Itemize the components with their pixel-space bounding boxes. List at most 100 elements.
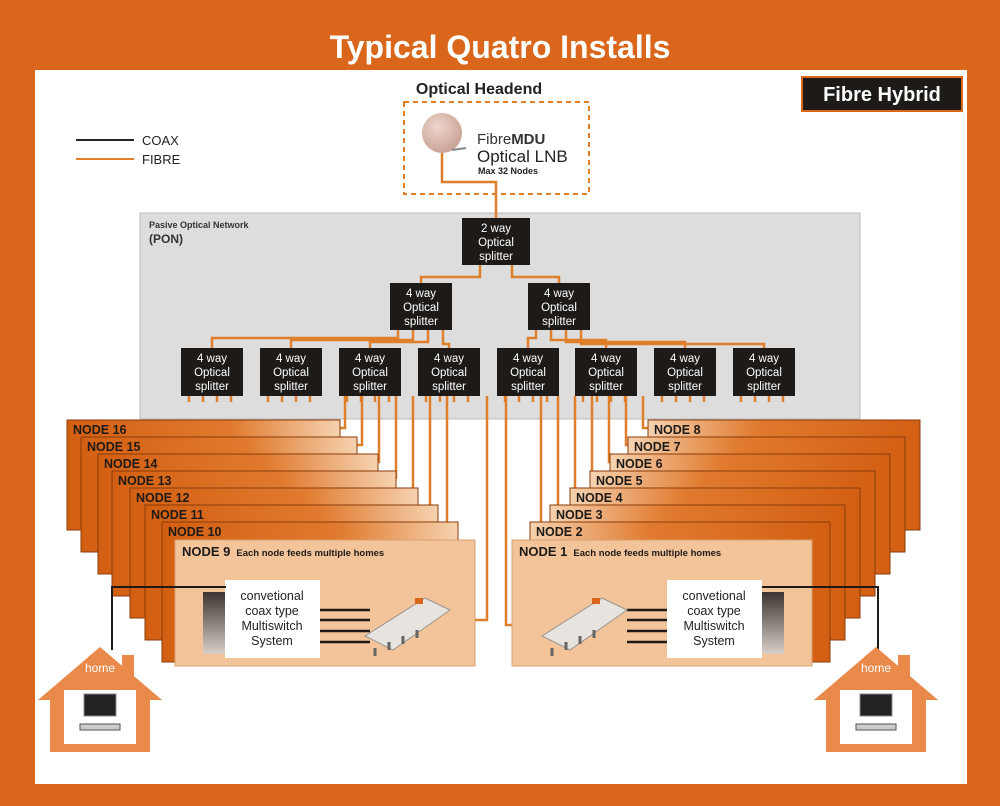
splitter-label: 4 way	[197, 353, 227, 365]
splitter-label: Optical	[478, 237, 514, 249]
splitter-label: 4 way	[406, 288, 436, 300]
splitter-label: Optical	[273, 367, 309, 379]
splitter-label: Optical	[667, 367, 703, 379]
splitter-label: splitter	[542, 316, 576, 328]
satellite-dish-icon	[422, 113, 462, 153]
coax-to-home-left	[111, 586, 226, 650]
node-label: NODE 15	[87, 440, 141, 454]
coax-to-home-right	[762, 586, 879, 650]
fibre-line	[641, 396, 648, 430]
fibre-line	[357, 396, 364, 447]
product-name: Optical LNB	[477, 147, 568, 166]
home-right: home	[814, 647, 938, 752]
splitter-label: splitter	[589, 381, 623, 393]
optical-node-unit	[363, 597, 451, 656]
multiswitch-label: Multiswitch	[683, 619, 744, 633]
home-label: home	[861, 661, 891, 675]
fibre-hybrid-label: Fibre Hybrid	[823, 84, 941, 106]
pon-abbrev: (PON)	[149, 232, 183, 246]
legend-coax-label: COAX	[142, 133, 179, 148]
node-label: NODE 16	[73, 423, 127, 437]
cable-bundle	[762, 592, 784, 654]
splitter-label: splitter	[432, 381, 466, 393]
splitter-label: splitter	[479, 251, 513, 263]
splitter-label: Optical	[403, 302, 439, 314]
tv-icon	[859, 693, 893, 717]
multiswitch-box	[667, 580, 762, 658]
splitter-label: Optical	[194, 367, 230, 379]
lnb-arm	[451, 147, 467, 151]
page-title: Typical Quatro Installs	[330, 29, 671, 65]
splitter-box	[339, 348, 401, 396]
set-top-box-icon	[855, 723, 897, 731]
splitter-label: Optical	[352, 367, 388, 379]
splitter-label: splitter	[274, 381, 308, 393]
splitter-label: 4 way	[591, 353, 621, 365]
splitter-box	[654, 348, 716, 396]
multiswitch-label: System	[693, 634, 735, 648]
splitter-label: 4 way	[513, 353, 543, 365]
fibre-line	[289, 330, 415, 348]
node-label: NODE 7	[634, 440, 681, 454]
multiswitch-label: convetional	[682, 589, 745, 603]
splitter-label: splitter	[747, 381, 781, 393]
splitter-box	[575, 348, 637, 396]
set-top-box-icon	[79, 723, 121, 731]
node-label: NODE 4	[576, 491, 623, 505]
capacity-note: Max 32 Nodes	[478, 166, 538, 176]
fibre-line	[526, 330, 538, 348]
splitter-label: 4 way	[434, 353, 464, 365]
home-left: home	[38, 647, 162, 752]
multiswitch-label: Multiswitch	[241, 619, 302, 633]
splitter-box	[497, 348, 559, 396]
fibre-line	[510, 265, 561, 283]
node-label: NODE 3	[556, 508, 603, 522]
fibre-line	[579, 330, 766, 348]
node-label: NODE 13	[118, 474, 172, 488]
splitter-label: splitter	[195, 381, 229, 393]
tv-icon	[83, 693, 117, 717]
multiswitch-label: System	[251, 634, 293, 648]
fibre-line	[607, 396, 611, 464]
splitter-label: 4 way	[749, 353, 779, 365]
node-label: NODE 5	[596, 474, 643, 488]
multiswitch-label: coax type	[245, 604, 299, 618]
splitter-box	[462, 218, 530, 265]
multiswitch-label: convetional	[240, 589, 303, 603]
pon-label: Pasive Optical Network	[149, 220, 250, 230]
cable-bundle	[203, 592, 225, 654]
fibre-line	[377, 396, 381, 464]
splitter-label: splitter	[511, 381, 545, 393]
fibre-line	[441, 330, 451, 348]
legend: COAX FIBRE	[76, 133, 181, 167]
fibre-line	[340, 396, 347, 430]
splitter-box	[418, 348, 480, 396]
splitter-box	[181, 348, 243, 396]
splitter-box	[260, 348, 322, 396]
node-label: NODE 2	[536, 525, 583, 539]
node-label: NODE 8	[654, 423, 701, 437]
headend-title: Optical Headend	[416, 81, 542, 98]
splitter-label: Optical	[431, 367, 467, 379]
fibre-hybrid-badge	[801, 76, 963, 112]
fibre-line	[440, 153, 498, 218]
home-label: home	[85, 661, 115, 675]
splitter-label: Optical	[541, 302, 577, 314]
node-label: NODE 11	[151, 508, 204, 522]
multiswitch-label: coax type	[687, 604, 741, 618]
